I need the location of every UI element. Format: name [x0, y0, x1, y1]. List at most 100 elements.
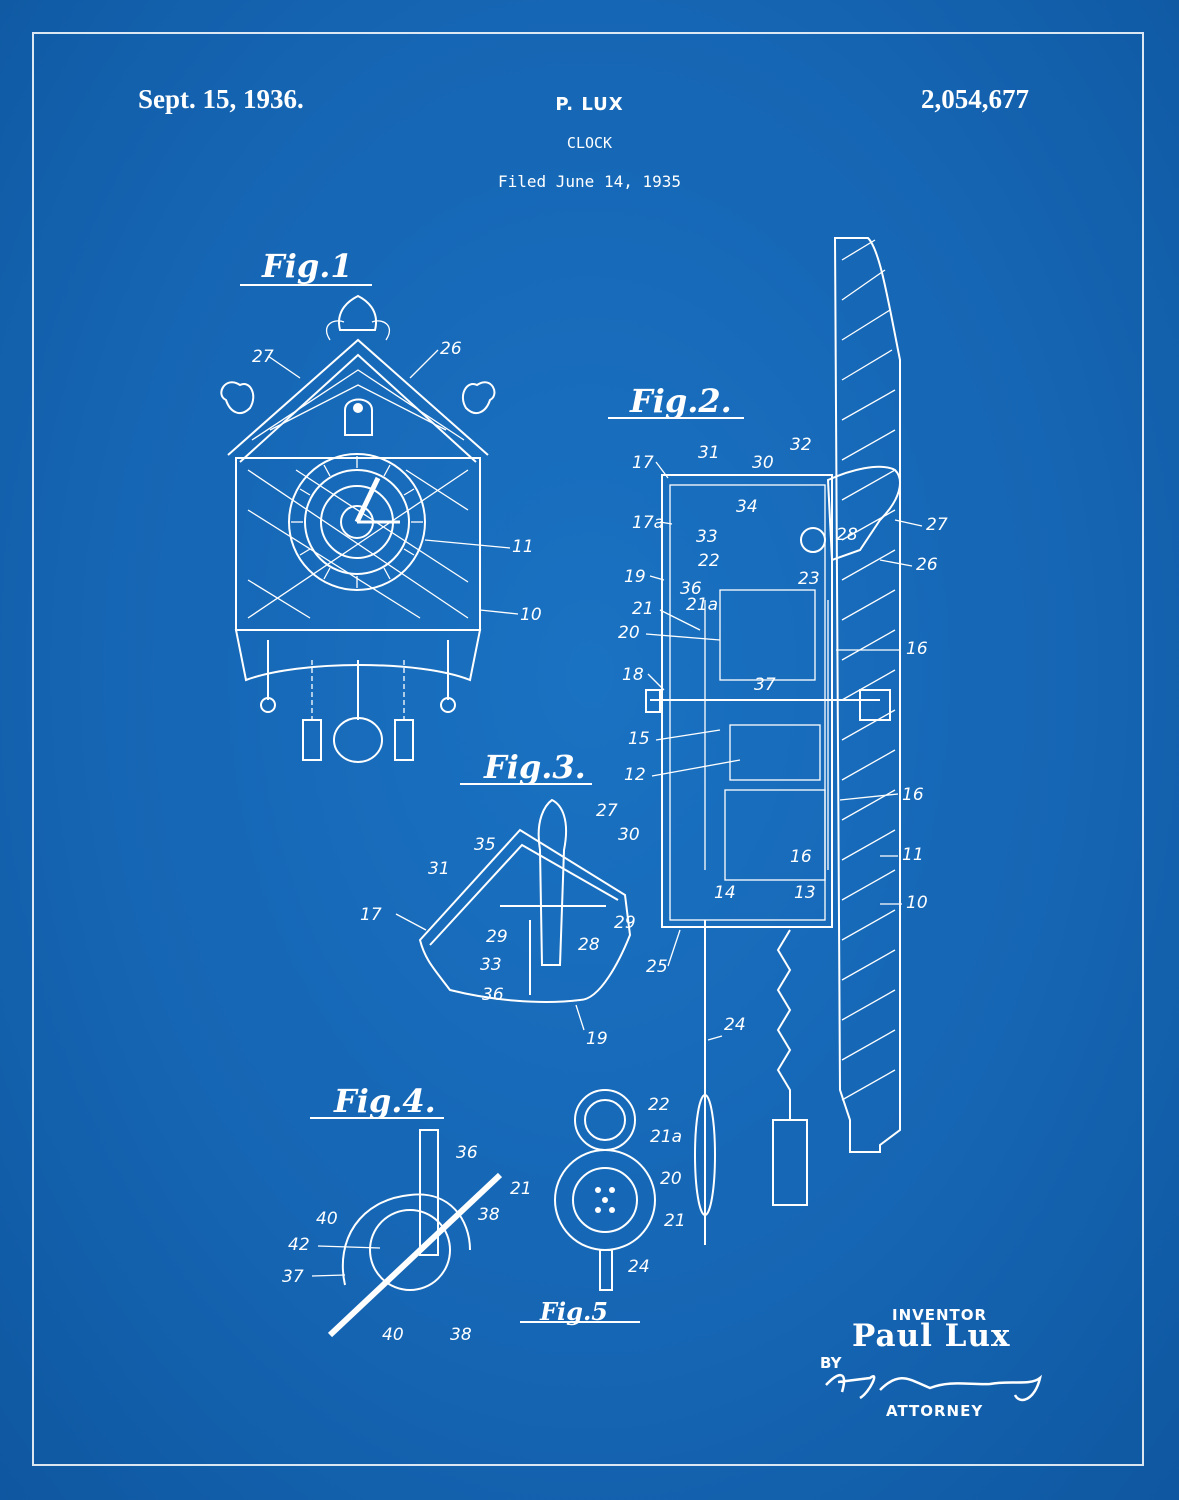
fig2-ref-21a: 21a: [686, 595, 718, 615]
lower-gear-train: [724, 789, 826, 881]
fig2-ref-22: 22: [698, 551, 720, 571]
fig1-ref-11: 11: [512, 537, 534, 557]
fig3-ref-29a: 29: [486, 927, 508, 947]
fig2-ref-24: 24: [724, 1015, 746, 1035]
clock-dial-outer: [288, 453, 426, 591]
fig4-ref-36: 36: [456, 1143, 478, 1163]
inventor-label: INVENTOR: [892, 1306, 988, 1324]
roof-trim: [251, 369, 465, 441]
pendulum-bob: [333, 717, 383, 763]
fig2-ref-11: 11: [902, 845, 924, 865]
fig2-ref-16c: 16: [790, 847, 812, 867]
right-leaf-icon: [461, 381, 496, 415]
border-frame: [32, 32, 1144, 1466]
fig4-leaders: [311, 1245, 381, 1277]
fig1-ref-27: 27: [252, 347, 274, 367]
fig5-ref-21a: 21a: [650, 1127, 682, 1147]
fig3-ref-30: 30: [618, 825, 640, 845]
pendulum-bob-side: [694, 1094, 716, 1216]
lower-ornament: [234, 629, 482, 682]
left-weight: [302, 719, 322, 761]
bird-pivot: [800, 527, 826, 553]
fig4-rod-21: [327, 1172, 503, 1338]
inventor-header: P. LUX: [555, 94, 624, 115]
fig4-lever-36: [419, 1129, 439, 1256]
fig3-label: Fig.3.: [483, 748, 586, 786]
fig2-leaders: [645, 461, 923, 1041]
cuckoo-bird-icon: [353, 403, 363, 413]
fig2-ref-16b: 16: [902, 785, 924, 805]
fig3-ref-35: 35: [474, 835, 496, 855]
fig2-ref-37: 37: [754, 675, 776, 695]
fig3-ref-28: 28: [578, 935, 600, 955]
crest-scroll: [325, 320, 391, 341]
fig2-ref-20: 20: [618, 623, 640, 643]
figure-2: Fig.2. 17: [608, 237, 948, 1245]
fig2-ref-32: 32: [790, 435, 812, 455]
fig5-escape-inner: [572, 1167, 638, 1233]
figure-4: Fig.4. 36 21 38 40 42 37 40 38: [282, 1082, 532, 1345]
fig2-ref-17: 17: [632, 453, 654, 473]
inventor-signature-name: Paul Lux: [852, 1318, 1011, 1354]
patent-title: CLOCK: [566, 134, 613, 152]
fig2-ref-10: 10: [906, 893, 928, 913]
fig2-ref-18: 18: [622, 665, 644, 685]
fig4-ref-40b: 40: [382, 1325, 404, 1345]
fig2-ref-15: 15: [628, 729, 650, 749]
chain-side: [776, 929, 792, 1120]
fig2-ref-34: 34: [736, 497, 758, 517]
fig3-bird-icon: [537, 798, 568, 966]
upper-gear-train: [719, 589, 816, 681]
fig5-ref-20: 20: [660, 1169, 682, 1189]
figure-1: Fig.1: [220, 247, 542, 763]
fig5-upper-hub: [584, 1099, 626, 1141]
fig3-ref-17: 17: [360, 905, 382, 925]
fig4-label: Fig.4.: [333, 1082, 436, 1120]
fig1-label: Fig.1: [261, 247, 353, 285]
figure-3: Fig.3. 27 35 30 31 17 29 29 28 33 36 19: [360, 748, 640, 1049]
fig3-ref-31: 31: [428, 859, 450, 879]
fig2-ref-26: 26: [916, 555, 938, 575]
side-posts: [267, 640, 449, 700]
crest-leaf-icon: [338, 294, 378, 331]
fig5-pins: [595, 1187, 615, 1213]
left-leaf-icon: [220, 381, 255, 415]
fig2-label: Fig.2.: [629, 382, 732, 420]
fig2-ref-33: 33: [696, 527, 718, 547]
patent-date: Sept. 15, 1936.: [138, 84, 304, 114]
fig5-ref-22: 22: [648, 1095, 670, 1115]
fig3-ref-29b: 29: [614, 913, 636, 933]
fig2-ref-23: 23: [798, 569, 820, 589]
fig5-ref-21: 21: [664, 1211, 686, 1231]
fig2-ref-30: 30: [752, 453, 774, 473]
lattice-pattern: [247, 469, 469, 619]
fig2-ref-16a: 16: [906, 639, 928, 659]
fig2-ref-17a: 17a: [632, 513, 664, 533]
fig3-housing: [418, 828, 632, 1003]
wall-board: [833, 237, 901, 1153]
fig4-ref-38a: 38: [478, 1205, 500, 1225]
fig3-leaders: [395, 913, 585, 1031]
housing-inner: [669, 484, 826, 921]
roof-outline: [227, 338, 489, 456]
bird-profile-icon: [826, 465, 901, 562]
dial-ticks: [291, 456, 423, 588]
fig2-ref-12: 12: [624, 765, 646, 785]
cuckoo-door: [344, 398, 373, 436]
figure-5: Fig.5 22 21a 20 21 24: [520, 1089, 686, 1326]
weight-chains: [311, 660, 405, 720]
fig4-ring-outer: [341, 1193, 471, 1286]
filed-date: Filed June 14, 1935: [497, 172, 682, 191]
fig2-ref-19: 19: [624, 567, 646, 587]
roof-inner: [239, 353, 477, 463]
fig2-ref-27: 27: [926, 515, 948, 535]
arbor-nut: [859, 689, 891, 721]
fig2-ref-14: 14: [714, 883, 736, 903]
fig4-ref-40a: 40: [316, 1209, 338, 1229]
attorney-signature: [825, 1374, 1043, 1402]
fig4-ring-inner: [369, 1209, 451, 1291]
wall-hatching: [841, 239, 896, 1101]
fig2-ref-13: 13: [794, 883, 816, 903]
fig1-ref-10: 10: [520, 605, 542, 625]
